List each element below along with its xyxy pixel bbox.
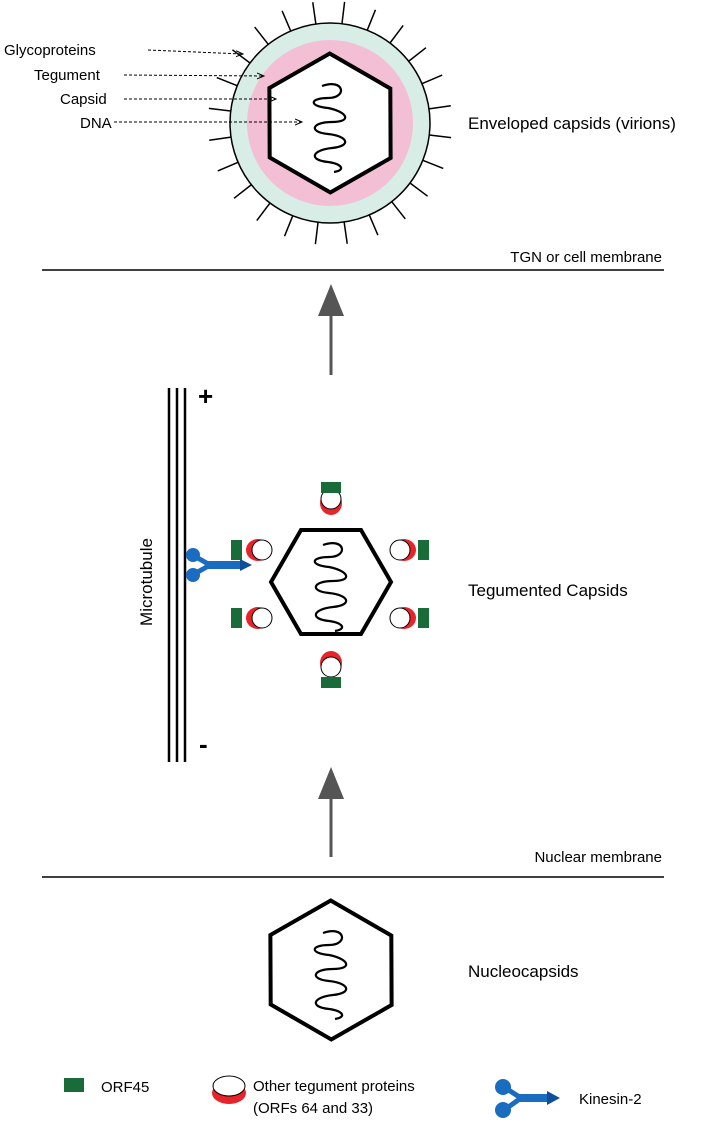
legend-kinesin-swatch [495,1079,560,1118]
legend-other-tegument-sublabel: (ORFs 64 and 33) [253,1100,373,1117]
legend-orf45-swatch [64,1078,84,1092]
tegument-protein [389,538,417,562]
nucleocapsid [268,898,394,1042]
glycoprotein-spike [391,201,406,220]
upper-arrow [318,284,344,375]
glycoprotein-spike [209,136,232,141]
orf45-block [321,677,341,688]
tegumented-capsid [186,482,429,688]
legend-orf45-label: ORF45 [101,1079,149,1096]
tegument-protein [245,606,273,630]
glycoprotein-spike [368,214,379,236]
orf45-block [321,482,341,493]
legend-kinesin-label: Kinesin-2 [579,1091,642,1108]
glycoprotein-spike [343,221,348,244]
glycoprotein-spike [409,182,429,197]
glycoprotein-spike [256,202,271,222]
glycoprotein-spike [312,2,317,25]
enveloped-capsids-label: Enveloped capsids (virions) [468,114,676,133]
tegument-protein [245,538,273,562]
tegumented-capsids-label: Tegumented Capsids [468,581,628,600]
tegument-protein [319,650,343,678]
plus-end-label: + [198,381,213,411]
glycoprotein-spike [408,47,427,62]
glycoproteins-label: Glycoproteins [4,42,96,59]
virion-label-pointers [114,49,302,122]
legend-other-tegument-label: Other tegument proteins [253,1078,415,1095]
glycoprotein-spike [428,105,451,110]
glycoprotein-spike [429,134,452,139]
lower-arrow [318,767,344,857]
glycoprotein-spike [421,74,443,85]
orf45-block [418,608,429,628]
minus-end-label: - [199,729,208,759]
nucleocapsids-label: Nucleocapsids [468,962,579,981]
dna-label: DNA [80,115,112,132]
glycoprotein-spike [231,49,251,64]
virion [208,1,452,245]
tegument-label: Tegument [34,67,101,84]
glycoprotein-spike [366,9,377,31]
glycoprotein-spike [283,215,294,237]
glycoprotein-spike [217,161,239,172]
glycoprotein-spike [281,10,292,32]
tgn-membrane-label: TGN or cell membrane [510,249,662,266]
legend: ORF45 Other tegument proteins (ORFs 64 a… [64,1075,642,1118]
microtubule [167,388,187,762]
microtubule-label: Microtubule [137,538,156,626]
orf45-block [231,608,242,628]
glycoprotein-spike [341,1,346,24]
glycoprotein-spike [389,24,404,44]
kinesin-motor [186,548,252,582]
glycoprotein-spike [314,222,319,245]
glycoprotein-spike [208,107,231,112]
capsid-label: Capsid [60,91,107,108]
nuclear-membrane-label: Nuclear membrane [534,849,662,866]
orf45-block [418,540,429,560]
legend-other-tegument-swatch [212,1075,246,1104]
glycoprotein-spike [216,76,238,87]
glycoprotein-spike [233,184,252,199]
tegument-protein [389,606,417,630]
glycoprotein-spikes [208,1,452,245]
glycoprotein-spike [422,159,444,170]
glycoprotein-spike [254,26,269,45]
orf45-block [231,540,242,560]
